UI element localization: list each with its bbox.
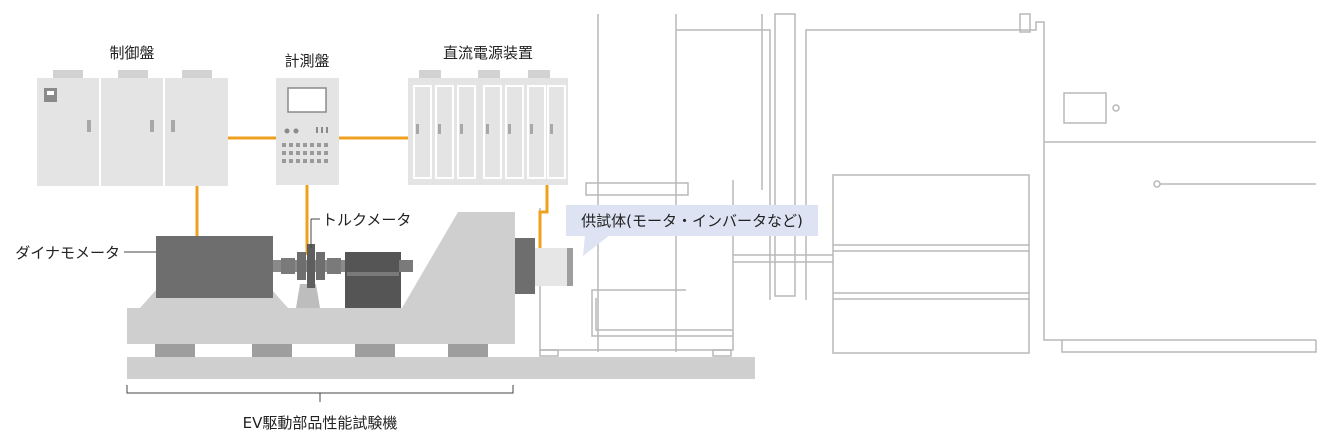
dc-power-supply [408,70,568,185]
measurement-panel [276,78,339,185]
test-specimen-label: 供試体(モータ・インバータなど) [581,212,803,230]
control-panel [37,70,228,186]
gearbox [345,252,413,308]
torque-meter-label: トルクメータ [322,211,411,229]
control-panel-label: 制御盤 [109,44,154,62]
dc-power-supply-label: 直流電源装置 [443,44,533,62]
test-bench [127,212,755,379]
dynamometer-label: ダイナモメータ [15,244,120,262]
dynamometer [156,236,273,298]
machine-name-label: EV駆動部品性能試験機 [243,414,398,432]
specimen-callout [566,205,818,256]
measurement-panel-label: 計測盤 [284,52,329,70]
connection-lines [195,136,549,255]
vehicle-outline [539,13,1317,357]
specimen-mount [515,238,573,294]
leader-lines [124,218,514,402]
